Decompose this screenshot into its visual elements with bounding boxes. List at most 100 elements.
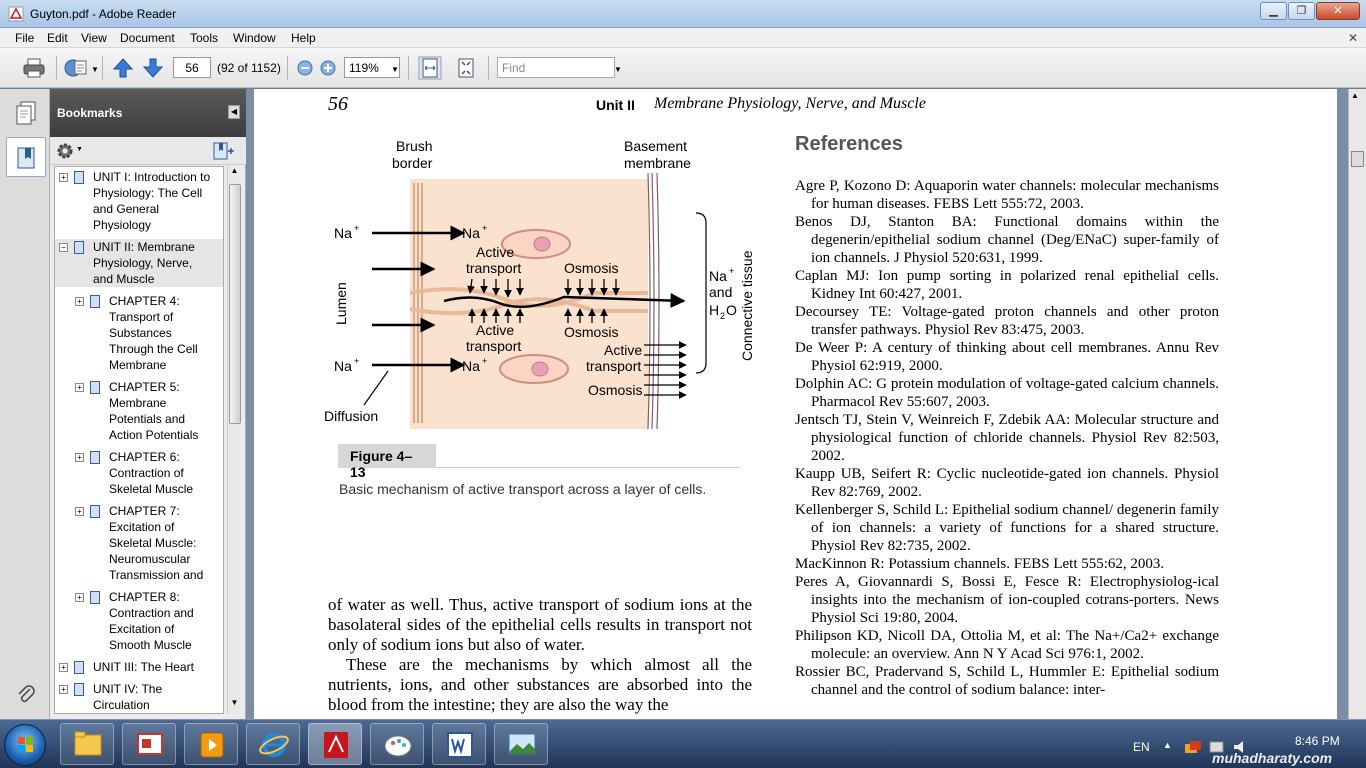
bookmark-label: Contraction and [109, 606, 194, 620]
label-lumen: Lumen [333, 282, 349, 325]
bookmark-label: UNIT IV: The [93, 682, 163, 696]
pages-icon[interactable] [15, 101, 37, 125]
find-dropdown-icon[interactable]: ▼ [614, 65, 622, 74]
photo-viewer-icon [508, 733, 536, 755]
document-scroll-thumb[interactable] [1351, 151, 1364, 167]
zoom-in-icon[interactable] [316, 56, 340, 80]
bookmark-page-icon [90, 451, 100, 464]
page-count: (92 of 1152) [217, 61, 281, 75]
document-scrollbar[interactable]: ▲ [1348, 89, 1366, 719]
fit-page-icon[interactable] [454, 56, 478, 80]
figure-label: Figure 4–13 [338, 444, 436, 480]
bookmarks-scroll-thumb[interactable] [229, 184, 241, 424]
bookmark-label: UNIT II: Membrane [93, 240, 195, 254]
menu-window[interactable]: Window [233, 31, 276, 45]
chevron-down-icon[interactable]: ▼ [91, 65, 99, 74]
new-bookmark-icon[interactable] [213, 142, 235, 160]
next-page-icon[interactable] [141, 56, 165, 80]
expand-icon[interactable]: + [75, 507, 84, 516]
reference-item: MacKinnon R: Potassium channels. FEBS Le… [795, 556, 1165, 572]
start-button[interactable] [4, 724, 46, 766]
tray-flag-icon[interactable] [1208, 740, 1226, 754]
taskbar-ie[interactable] [246, 723, 300, 765]
reference-item: Kellenberger S, Schild L: Epithelial sod… [795, 502, 1219, 554]
label-h: H [709, 302, 719, 318]
taskbar-photo-viewer[interactable] [494, 723, 548, 765]
bookmark-item[interactable]: +UNIT III: The Heart [55, 659, 223, 675]
bookmark-label: CHAPTER 5: [109, 380, 180, 394]
bookmark-label: Skeletal Muscle [109, 482, 194, 496]
pdf-page: 56 Unit II Membrane Physiology, Nerve, a… [254, 89, 1337, 719]
label-active-lower-2: transport [466, 338, 521, 354]
expand-icon[interactable]: + [75, 453, 84, 462]
tray-volume-icon[interactable] [1232, 740, 1250, 754]
figure-caption: Basic mechanism of active transport acro… [339, 481, 707, 497]
previous-page-icon[interactable] [111, 56, 135, 80]
scroll-up-icon[interactable]: ▲ [230, 166, 239, 175]
label-plus: + [482, 223, 487, 233]
document-close-icon[interactable]: ✕ [1347, 31, 1358, 45]
options-gear-icon[interactable] [56, 142, 74, 160]
bookmark-label: Action Potentials [109, 428, 199, 442]
clock-time[interactable]: 8:46 PM [1295, 734, 1340, 748]
brush-border [413, 183, 423, 423]
bookmark-page-icon [74, 241, 84, 254]
menu-edit[interactable]: Edit [47, 31, 68, 45]
minimize-button[interactable]: ▁ [1260, 2, 1287, 20]
menu-help[interactable]: Help [291, 31, 316, 45]
scroll-down-icon[interactable]: ▼ [230, 698, 239, 707]
print-icon[interactable] [22, 56, 46, 80]
tray-expand-icon[interactable]: ▲ [1163, 740, 1172, 750]
menu-document[interactable]: Document [120, 31, 175, 45]
label-na-top-left: Na [334, 225, 352, 241]
expand-icon[interactable]: + [75, 593, 84, 602]
zoom-dropdown-icon[interactable]: ▼ [391, 65, 399, 74]
reference-item: Jentsch TJ, Stein V, Weinreich F, Zdebik… [795, 412, 1219, 464]
menu-tools[interactable]: Tools [190, 31, 219, 45]
expand-icon[interactable]: + [59, 685, 68, 694]
bookmark-label: Excitation of [109, 622, 175, 636]
attachments-icon[interactable] [15, 683, 37, 707]
zoom-input[interactable]: 119% [344, 57, 400, 78]
find-input[interactable]: Find [497, 57, 615, 78]
bookmark-label: Membrane [109, 358, 167, 372]
taskbar-explorer[interactable] [60, 723, 114, 765]
expand-icon[interactable]: + [59, 663, 68, 672]
page-number-input[interactable]: 56 [173, 57, 211, 78]
bookmarks-tab[interactable] [6, 137, 46, 177]
options-dropdown-icon[interactable]: ▼ [76, 146, 83, 153]
expand-icon[interactable]: + [75, 383, 84, 392]
bookmarks-scrollbar[interactable]: ▲ ▼ [227, 166, 241, 714]
collaborate-icon[interactable] [64, 56, 88, 80]
doc-scroll-up-icon[interactable]: ▲ [1351, 91, 1359, 100]
taskbar-word[interactable] [432, 723, 486, 765]
bookmark-page-icon [90, 295, 100, 308]
fit-width-icon[interactable] [418, 56, 442, 80]
word-icon [447, 732, 473, 758]
nucleolus-lower [531, 361, 549, 377]
taskbar-adobe-reader[interactable] [308, 723, 362, 765]
taskbar-media[interactable] [184, 723, 238, 765]
expand-icon[interactable]: + [75, 297, 84, 306]
taskbar-paint[interactable] [370, 723, 424, 765]
menu-view[interactable]: View [81, 31, 107, 45]
close-button[interactable]: ✕ [1316, 2, 1360, 20]
label-na-right: Na [709, 268, 727, 284]
language-indicator[interactable]: EN [1133, 740, 1150, 754]
expand-icon[interactable]: + [59, 173, 68, 182]
zoom-out-icon[interactable] [293, 56, 317, 80]
maximize-button[interactable]: ❐ [1288, 2, 1315, 20]
collapse-panel-button[interactable]: ◀ [228, 105, 240, 119]
menu-file[interactable]: File [15, 31, 35, 45]
collapse-icon[interactable]: − [59, 243, 68, 252]
tray-network-icon[interactable] [1184, 740, 1202, 754]
taskbar-app-2[interactable] [122, 723, 176, 765]
